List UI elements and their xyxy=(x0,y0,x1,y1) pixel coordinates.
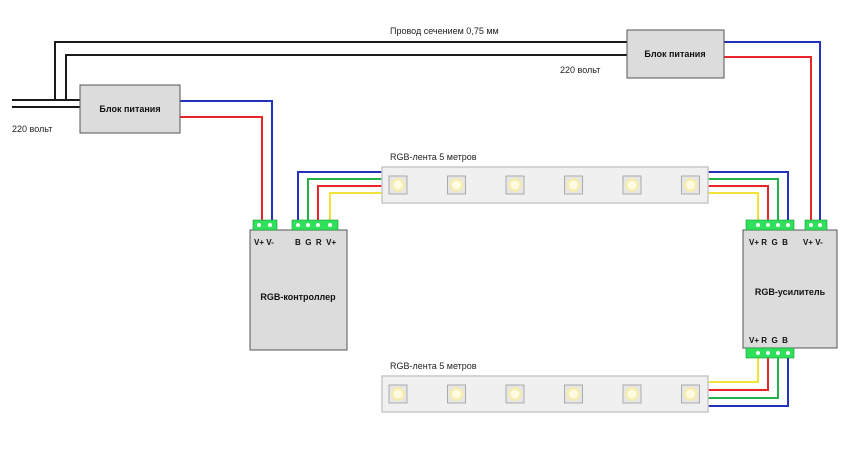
rgb-amplifier: V+ R G B V+ V- RGB-усилитель V+ R G B xyxy=(742,219,838,359)
led-strip-top-leds xyxy=(388,175,700,195)
mains-left-label: 220 вольт xyxy=(12,124,52,134)
strip-top-led-6 xyxy=(681,175,700,195)
led-strip-bottom-leds xyxy=(388,384,700,404)
strip-bottom-led-2 xyxy=(447,384,466,404)
strip-bottom-led-6 xyxy=(681,384,700,404)
power-supply-left: Блок питания xyxy=(79,84,181,134)
strip-top-led-3 xyxy=(505,175,525,195)
strip-top-led-4 xyxy=(564,175,583,195)
mains-wires xyxy=(12,41,627,108)
strip-top-led-2 xyxy=(447,175,466,195)
controller-rgb-connector xyxy=(291,219,339,231)
strip-bottom-led-1 xyxy=(388,384,408,404)
strip-bottom-led-4 xyxy=(564,384,583,404)
amplifier-to-strip-wires xyxy=(708,352,789,407)
strip-bottom-led-3 xyxy=(505,384,525,404)
wire-gauge-label: Провод сечением 0,75 мм xyxy=(390,26,499,36)
psu-left-title: Блок питания xyxy=(99,104,160,114)
strip-bottom-label: RGB-лента 5 метров xyxy=(390,361,477,371)
controller-title: RGB-контроллер xyxy=(260,292,336,302)
psu-left-output-wires xyxy=(180,100,273,224)
strip-bottom-led-5 xyxy=(622,384,642,404)
controller-rgb-pins: B G R V+ xyxy=(295,238,336,247)
controller-power-pins: V+ V- xyxy=(254,238,274,247)
strip-top-label: RGB-лента 5 метров xyxy=(390,152,477,162)
amplifier-output-pins: V+ R G B xyxy=(749,336,788,345)
psu-right-title: Блок питания xyxy=(644,49,705,59)
strip-to-amplifier-wires xyxy=(706,171,789,224)
amplifier-input-pins: V+ R G B xyxy=(749,238,788,247)
led-strip-bottom xyxy=(381,375,709,413)
strip-top-led-5 xyxy=(622,175,642,195)
amplifier-power-connector xyxy=(804,219,828,231)
amplifier-title: RGB-усилитель xyxy=(755,287,826,297)
controller-power-connector xyxy=(252,219,278,231)
strip-top-led-1 xyxy=(388,175,408,195)
power-supply-right: Блок питания xyxy=(626,29,725,79)
led-strip-top xyxy=(381,166,709,204)
amplifier-power-pins: V+ V- xyxy=(803,238,823,247)
rgb-controller: V+ V- B G R V+ RGB-контроллер xyxy=(249,219,348,351)
psu-right-output-wires xyxy=(724,41,821,224)
mains-right-label: 220 вольт xyxy=(560,65,600,75)
controller-to-strip-wires xyxy=(297,171,384,224)
